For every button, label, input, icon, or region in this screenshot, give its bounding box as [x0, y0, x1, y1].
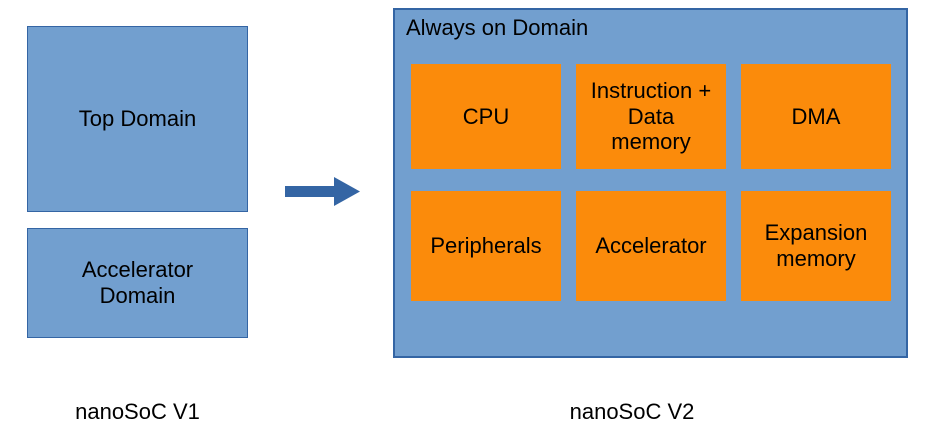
transition-arrow: [283, 175, 363, 208]
always-on-domain-title: Always on Domain: [406, 15, 589, 40]
top-domain-label: Top Domain: [78, 106, 197, 132]
peripherals-box: Peripherals: [411, 191, 561, 301]
top-domain-box: Top Domain: [27, 26, 248, 212]
cpu-box: CPU: [411, 64, 561, 169]
peripherals-label: Peripherals: [430, 233, 542, 259]
expansion-memory-label: Expansion memory: [764, 220, 868, 271]
expansion-memory-box: Expansion memory: [741, 191, 891, 301]
nanosoc-v2-caption: nanoSoC V2: [569, 399, 695, 424]
accelerator-domain-label: Accelerator Domain: [81, 257, 194, 308]
accelerator-box: Accelerator: [576, 191, 726, 301]
dma-box: DMA: [741, 64, 891, 169]
always-on-domain-box: Always on Domain CPU Instruction + Data …: [393, 8, 908, 358]
instruction-data-memory-label: Instruction + Data memory: [590, 77, 712, 155]
dma-label: DMA: [791, 103, 841, 129]
cpu-label: CPU: [462, 103, 510, 129]
accelerator-label: Accelerator: [595, 233, 707, 259]
accelerator-domain-box: Accelerator Domain: [27, 228, 248, 338]
right-arrow-icon: [285, 177, 360, 206]
instruction-data-memory-box: Instruction + Data memory: [576, 64, 726, 169]
nanosoc-v1-caption: nanoSoC V1: [75, 399, 200, 424]
